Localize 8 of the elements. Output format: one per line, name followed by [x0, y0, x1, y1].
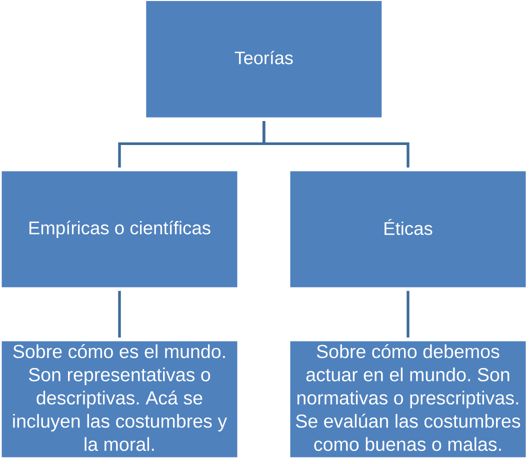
- connector-line: [118, 290, 121, 338]
- process-box: Sobre cómo debemos actuar en el mundo. Son normativas o prescriptivas. Se evalúan las costumbres como buenas o malas.: [290, 341, 526, 458]
- process-box: Sobre cómo es el mundo. Son representativas o descriptivas. Acá se incluyen las costumbres y la moral.: [2, 341, 238, 458]
- connector-line: [262, 121, 410, 168]
- process-box: Teorías: [146, 1, 382, 118]
- process-box: Empíricas o científicas: [2, 171, 238, 288]
- process-box: Éticas: [290, 171, 526, 288]
- connector-line: [406, 290, 410, 338]
